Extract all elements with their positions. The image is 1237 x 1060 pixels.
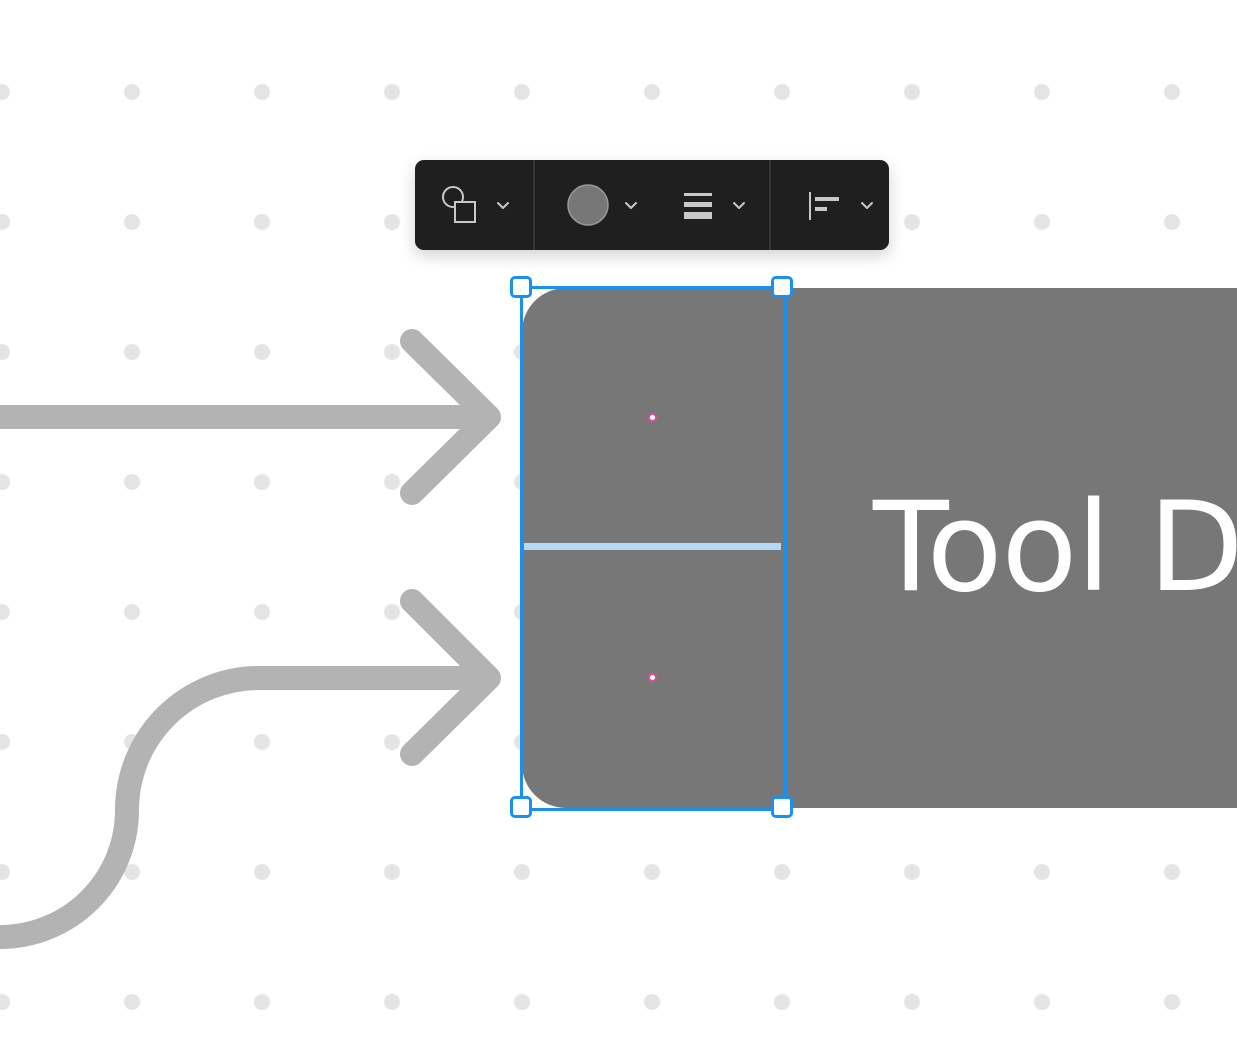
fill-color-button[interactable] xyxy=(535,160,655,250)
stroke-weight-icon xyxy=(684,193,712,219)
resize-handle-top-left[interactable] xyxy=(510,276,532,298)
arrowhead-top xyxy=(400,329,501,505)
toolbar-separator xyxy=(769,160,771,250)
resize-handle-top-right[interactable] xyxy=(771,276,793,298)
chevron-down-icon xyxy=(625,202,637,209)
stroke-weight-button[interactable] xyxy=(655,160,769,250)
shape-icon xyxy=(442,186,476,223)
resize-handle-bottom-right[interactable] xyxy=(771,796,793,818)
shape-button[interactable] xyxy=(415,160,533,250)
floating-toolbar xyxy=(415,160,889,250)
connector-curved[interactable] xyxy=(0,666,482,949)
fill-color-icon xyxy=(567,184,609,226)
connection-anchor-bottom[interactable] xyxy=(648,673,657,682)
toolbar-separator xyxy=(533,160,535,250)
resize-handle-bottom-left[interactable] xyxy=(510,796,532,818)
connection-anchor-top[interactable] xyxy=(648,413,657,422)
section-divider xyxy=(524,543,781,550)
align-left-icon xyxy=(809,192,839,220)
chevron-down-icon xyxy=(861,202,873,209)
text-align-button[interactable] xyxy=(771,160,889,250)
selection-box[interactable] xyxy=(520,286,787,811)
arrowhead-bottom xyxy=(400,589,501,766)
chevron-down-icon xyxy=(497,202,509,209)
node-title: Tool D xyxy=(873,476,1237,620)
chevron-down-icon xyxy=(733,202,745,209)
